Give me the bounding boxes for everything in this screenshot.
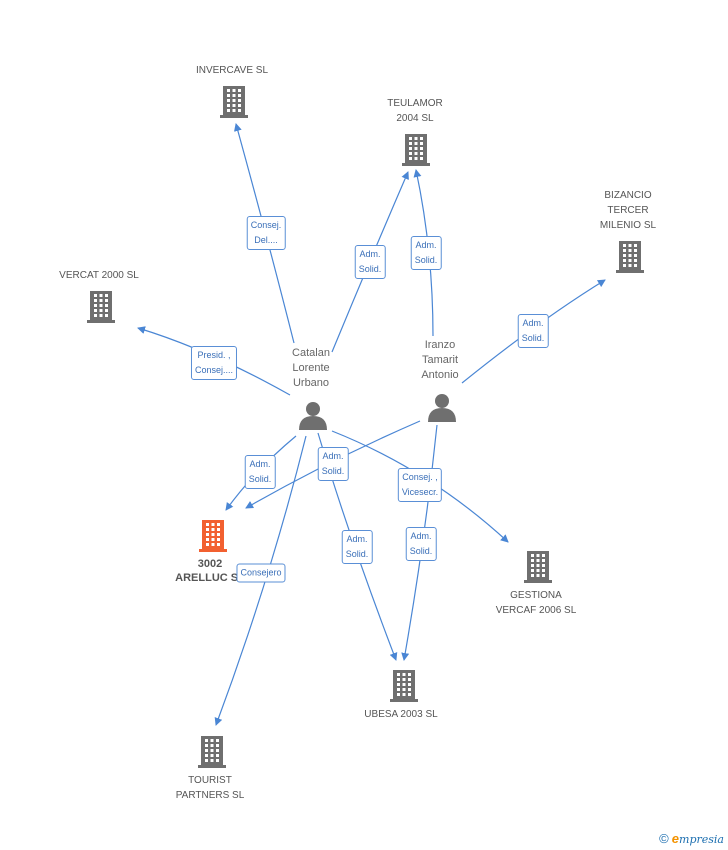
edge-label-catalan-teulamor[interactable]: Adm. Solid.: [354, 245, 386, 279]
company-arelluc-label[interactable]: 3002 ARELLUC SL: [175, 558, 245, 584]
company-teulamor-label[interactable]: TEULAMOR 2004 SL: [387, 98, 443, 124]
company-ubesa-label[interactable]: UBESA 2003 SL: [364, 709, 438, 720]
edge-label-catalan-ubesa[interactable]: Adm. Solid.: [341, 530, 373, 564]
building-icon-ubesa[interactable]: [390, 670, 418, 702]
copyright-footer: © empresia: [659, 831, 724, 846]
building-icon-gestiona[interactable]: [524, 551, 552, 583]
edge-label-catalan-vercat[interactable]: Presid. , Consej....: [190, 346, 238, 380]
person-catalan-label[interactable]: Catalan Lorente Urbano: [292, 347, 330, 389]
edge-label-catalan-invercave[interactable]: Consej. Del....: [246, 216, 286, 250]
company-invercave-label[interactable]: INVERCAVE SL: [195, 65, 269, 76]
person-icon-catalan[interactable]: [299, 402, 327, 430]
brand-logo-text: mpresia: [679, 833, 724, 846]
company-tourist-label[interactable]: TOURIST PARTNERS SL: [175, 775, 245, 801]
company-bizancio-label[interactable]: BIZANCIO TERCER MILENIO SL: [599, 190, 657, 231]
person-iranzo-label[interactable]: Iranzo Tamarit Antonio: [421, 339, 459, 381]
building-icon-vercat[interactable]: [87, 291, 115, 323]
edge-label-iranzo-ubesa[interactable]: Adm. Solid.: [405, 527, 437, 561]
person-icon-iranzo[interactable]: [428, 394, 456, 422]
building-icon-invercave[interactable]: [220, 86, 248, 118]
edge-label-catalan-tourist[interactable]: Consejero: [236, 563, 286, 583]
building-icon-arelluc[interactable]: [199, 520, 227, 552]
edge-label-catalan-gestiona[interactable]: Consej. , Vicesecr.: [397, 468, 443, 502]
building-icon-teulamor[interactable]: [402, 134, 430, 166]
building-icon-tourist[interactable]: [198, 736, 226, 768]
edges: [137, 123, 606, 726]
building-icon-bizancio[interactable]: [616, 241, 644, 273]
company-vercat-label[interactable]: VERCAT 2000 SL: [59, 270, 139, 281]
icons: [87, 86, 644, 768]
company-gestiona-label[interactable]: GESTIONA VERCAF 2006 SL: [495, 590, 577, 616]
edge-label-catalan-arelluc[interactable]: Adm. Solid.: [244, 455, 276, 489]
copyright-icon: ©: [659, 831, 669, 846]
edge-label-iranzo-arelluc[interactable]: Adm. Solid.: [317, 447, 349, 481]
edge-label-iranzo-teulamor[interactable]: Adm. Solid.: [410, 236, 442, 270]
edge-label-iranzo-bizancio[interactable]: Adm. Solid.: [517, 314, 549, 348]
brand-logo-initial: e: [671, 831, 680, 846]
